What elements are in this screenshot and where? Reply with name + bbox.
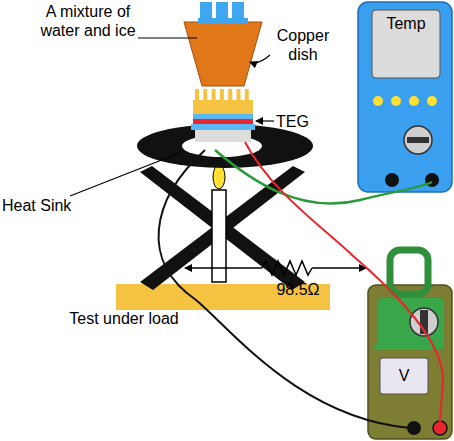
indicator-triangle [372,330,386,350]
fin [228,89,232,101]
teg-plate [193,114,253,119]
label-holder: Heat Sink [2,196,92,215]
teg-holder [195,130,251,142]
button [373,96,383,106]
label-holder: Copper dish [268,26,338,64]
wire-green [215,150,432,204]
display-text: Temp [372,14,440,33]
teg-core [193,119,253,124]
button [427,96,437,106]
label-text: Copper dish [277,27,329,63]
voltmeter-display: V [380,358,428,394]
candle-flame [213,165,225,189]
stand-leg [140,166,305,290]
leader-line [256,120,274,121]
terminal [433,421,447,435]
heat-sink [137,124,313,168]
fin [237,89,241,101]
leader-line [250,55,270,63]
leader-line [70,152,182,196]
thermometer-body [358,2,452,192]
dimension-line [185,267,262,269]
multimeter-panel [378,298,444,350]
multimeter-screen [380,358,428,394]
water [198,18,248,23]
fin [195,89,199,101]
fin [220,89,224,101]
thermometer-display: Temp [372,12,440,76]
fins [195,89,249,101]
wire-black [159,150,410,428]
resistance-value: 98.5Ω [276,281,319,298]
label-holder: Test under load [44,309,204,328]
dimension-line [312,267,366,269]
fin-base [193,100,253,114]
label-holder: TEG [276,112,316,131]
fin [245,89,249,101]
dial-knob [407,137,429,143]
fin [203,89,207,101]
button [409,96,419,106]
label-text: TEG [276,113,309,130]
resistor-symbol [262,261,312,275]
clamp [390,250,428,294]
copper-dish [184,22,262,86]
button [391,96,401,106]
stand-leg [140,166,305,290]
terminal [385,173,399,187]
dial [404,126,432,154]
label-text: Heat Sink [2,197,71,214]
thermometer-screen [372,10,440,78]
leader-line [138,37,197,38]
display-text: V [380,366,428,385]
teg-plate [191,124,255,130]
label-text: Test under load [67,310,180,327]
label-holder: 98.5Ω [268,280,328,299]
label-text: A mixture of water and ice [40,3,135,39]
fin [212,89,216,101]
label-holder: A mixture of water and ice [40,2,136,40]
wire-red [245,142,443,422]
